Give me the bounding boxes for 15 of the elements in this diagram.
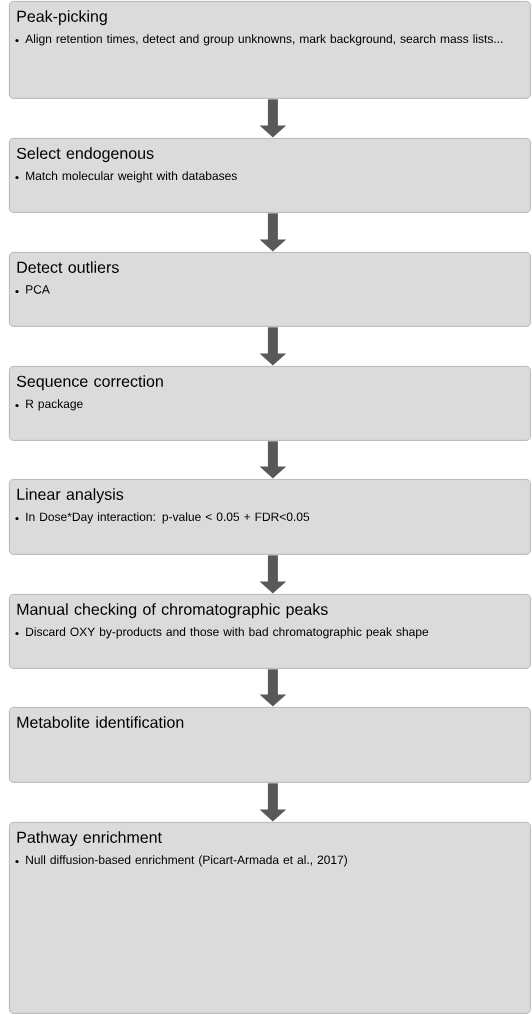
step-description: Match molecular weight with databases xyxy=(26,171,237,183)
step-description: Align retention times, detect and group unknowns, mark background, search mass lists... xyxy=(25,34,503,46)
step-heading: Select endogenous xyxy=(16,147,154,163)
step-heading: Peak-picking xyxy=(17,10,107,26)
step-description: PCA xyxy=(26,285,50,294)
step-description: Null diffusion-based enrichment (Picart-Armada et al., 2017) xyxy=(26,855,347,867)
step-heading: Detect outliers xyxy=(17,261,119,273)
step-description: Discard OXY by-products and those with bad chromatographic peak shape xyxy=(26,627,429,639)
step-heading: Sequence correction xyxy=(16,375,163,391)
step-heading: Pathway enrichment xyxy=(17,831,162,847)
step-heading: Linear analysis xyxy=(17,488,124,504)
step-description: R package xyxy=(26,399,83,411)
step-description: In Dose*Day interaction: p-value < 0.05 + FDR<0.05 xyxy=(26,512,310,524)
step-heading: Metabolite identification xyxy=(17,716,184,728)
step-heading: Manual checking of chromatographic peaks xyxy=(17,603,328,619)
